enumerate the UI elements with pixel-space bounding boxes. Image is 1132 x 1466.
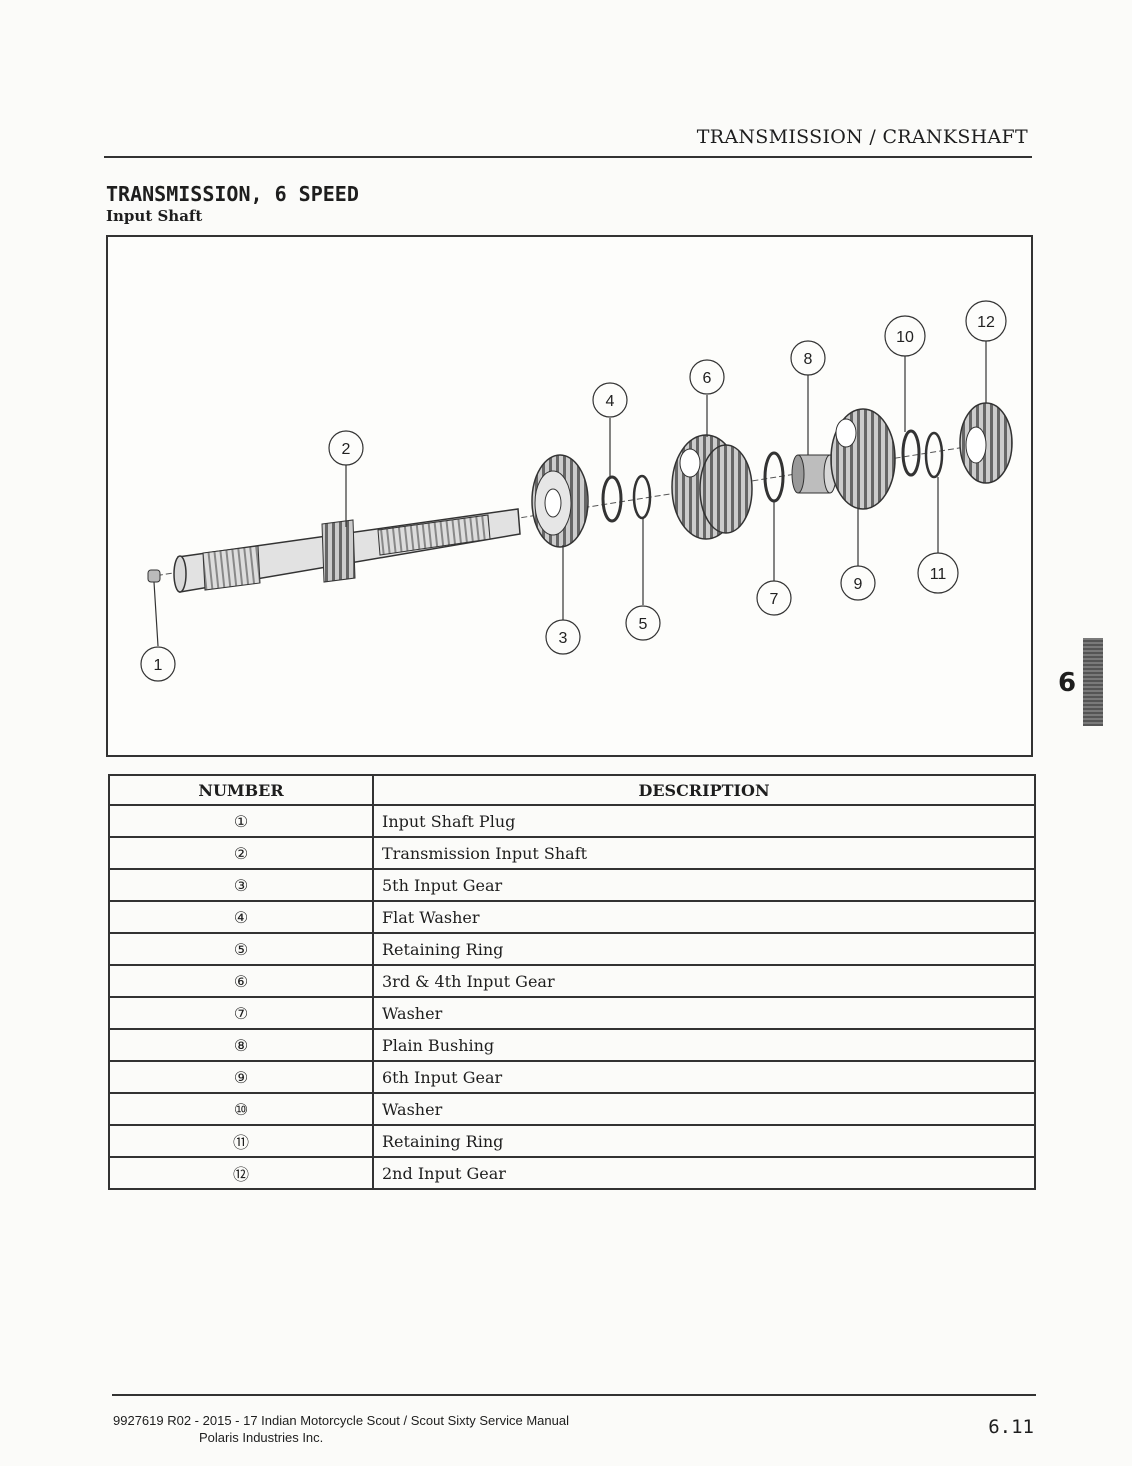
part-description: 5th Input Gear [372, 868, 1036, 902]
callout-6: 6 [703, 370, 712, 387]
callout-10: 10 [896, 329, 914, 346]
flat-washer [601, 475, 623, 523]
section-title: TRANSMISSION, 6 SPEED [106, 182, 359, 206]
retaining-ring-eleven [924, 431, 944, 479]
part-description: Washer [372, 1092, 1036, 1126]
chapter-tab-number: 6 [1058, 668, 1077, 698]
section-subtitle: Input Shaft [106, 207, 203, 225]
leader-lines [153, 341, 987, 647]
part-description: 6th Input Gear [372, 1060, 1036, 1094]
part-description: Retaining Ring [372, 932, 1036, 966]
part-number: ⑨ [108, 1060, 374, 1094]
callout-4: 4 [606, 393, 615, 410]
callout-2: 2 [342, 441, 351, 458]
part-description: Plain Bushing [372, 1028, 1036, 1062]
part-number: ⑦ [108, 996, 374, 1030]
part-number: ⑤ [108, 932, 374, 966]
column-header-description: DESCRIPTION [372, 774, 1036, 806]
second-input-gear [959, 402, 1013, 484]
footer-company: Polaris Industries Inc. [199, 1430, 324, 1445]
callout-8: 8 [804, 351, 813, 368]
callout-9: 9 [854, 576, 863, 593]
part-description: Retaining Ring [372, 1124, 1036, 1158]
transmission-input-shaft [173, 508, 521, 593]
retaining-ring [632, 474, 652, 520]
column-header-number: NUMBER [108, 774, 374, 806]
part-description: Washer [372, 996, 1036, 1030]
third-fourth-input-gear [671, 434, 753, 540]
part-number: ⑪ [108, 1124, 374, 1158]
header-rule [104, 156, 1032, 158]
input-shaft-plug [147, 569, 161, 583]
exploded-diagram: 1 2 3 4 5 6 7 8 9 10 11 12 [106, 235, 1033, 757]
fifth-input-gear [531, 454, 589, 548]
plain-bushing [791, 454, 837, 494]
page-header-title: TRANSMISSION / CRANKSHAFT [696, 126, 1028, 148]
part-number: ⑫ [108, 1156, 374, 1190]
footer-rule [112, 1394, 1036, 1396]
part-description: Input Shaft Plug [372, 804, 1036, 838]
callout-5: 5 [639, 616, 648, 633]
sixth-input-gear [830, 408, 896, 510]
callout-3: 3 [559, 630, 568, 647]
part-number: ⑥ [108, 964, 374, 998]
callout-1: 1 [154, 657, 163, 674]
part-number: ① [108, 804, 374, 838]
part-description: 2nd Input Gear [372, 1156, 1036, 1190]
callout-11: 11 [930, 566, 947, 583]
part-number: ④ [108, 900, 374, 934]
callout-7: 7 [770, 591, 779, 608]
table-header-row: NUMBER DESCRIPTION [108, 774, 1036, 806]
part-number: ⑩ [108, 1092, 374, 1126]
part-description: Flat Washer [372, 900, 1036, 934]
part-description: 3rd & 4th Input Gear [372, 964, 1036, 998]
chapter-tab-marker [1083, 638, 1103, 726]
callout-12: 12 [977, 314, 995, 331]
part-number: ⑧ [108, 1028, 374, 1062]
footer-manual-title: 9927619 R02 - 2015 - 17 Indian Motorcycl… [113, 1413, 569, 1428]
part-number: ③ [108, 868, 374, 902]
part-number: ② [108, 836, 374, 870]
washer-ten [901, 429, 921, 477]
part-description: Transmission Input Shaft [372, 836, 1036, 870]
callout-circles [140, 300, 1007, 682]
page-number: 6.11 [988, 1416, 1034, 1438]
